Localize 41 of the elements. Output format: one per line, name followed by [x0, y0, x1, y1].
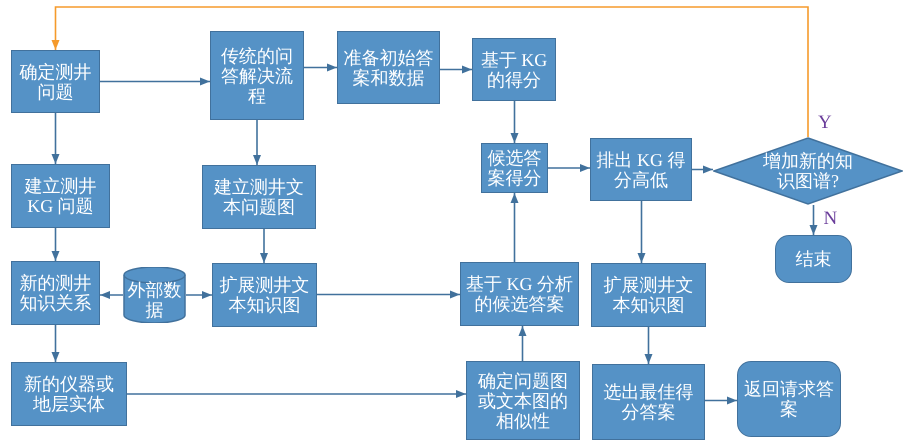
process-box: 传统的问答解决流程 [210, 31, 304, 120]
arrow [317, 290, 460, 298]
process-box: 扩展测井文本知识图 [212, 263, 317, 327]
arrow [638, 201, 646, 263]
process-box: 确定问题图或文本图的相似性 [466, 361, 580, 440]
arrow [304, 64, 337, 72]
arrow [810, 205, 818, 235]
arrow [100, 78, 210, 86]
process-box: 建立测井文本问题图 [202, 165, 316, 229]
arrow [52, 228, 60, 261]
arrow [260, 229, 268, 263]
process-box: 基于 KG 分析的候选答案 [460, 262, 579, 326]
arrow [52, 113, 60, 164]
process-box: 新的测井知识关系 [11, 261, 100, 325]
arrow [510, 101, 518, 143]
process-box: 选出最佳得分答案 [592, 364, 705, 440]
arrow [186, 291, 212, 299]
arrow [705, 396, 737, 404]
arrow [127, 390, 466, 398]
decision-diamond: 增加新的知识图谱? [713, 137, 903, 205]
arrow [548, 164, 590, 172]
arrow [518, 326, 526, 361]
process-box: 新的仪器或地层实体 [11, 362, 127, 426]
arrow [644, 327, 652, 364]
arrow [52, 6, 809, 137]
terminal-box: 返回请求答案 [737, 361, 841, 437]
terminal-box: 结束 [775, 235, 852, 283]
process-box: 准备初始答案和数据 [337, 31, 440, 104]
arrow [440, 66, 472, 74]
process-box: 排出 KG 得分高低 [590, 138, 692, 201]
process-box: 候选答案得分 [481, 143, 548, 193]
arrow [510, 193, 518, 262]
arrow [52, 325, 60, 362]
database-cylinder: 外部数据 [123, 267, 186, 323]
process-box: 建立测井 KG 问题 [11, 164, 110, 228]
process-box: 扩展测井文本知识图 [591, 263, 706, 327]
process-box: 基于 KG 的得分 [472, 38, 556, 101]
arrow [100, 291, 123, 299]
arrow [692, 166, 713, 174]
arrow [253, 120, 261, 165]
process-box: 确定测井问题 [11, 50, 100, 113]
